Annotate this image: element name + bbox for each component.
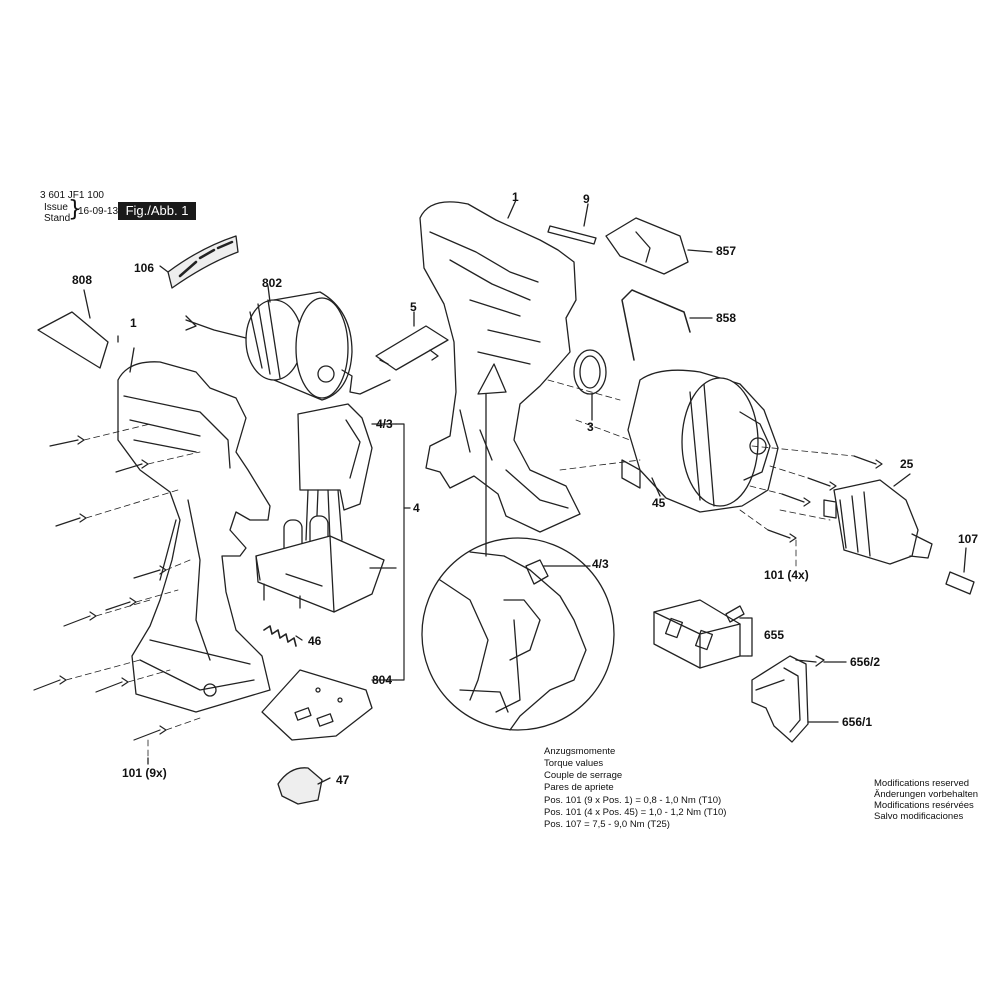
part-804-contact-plate [261, 669, 373, 741]
part-655-clip [653, 599, 753, 669]
label-802: 802 [262, 276, 283, 290]
torque-line-5: Pos. 101 (9 x Pos. 1) = 0,8 - 1,0 Nm (T1… [544, 795, 722, 806]
label-4-3-top: 4/3 [376, 417, 393, 431]
part-107-screw [945, 547, 975, 595]
bracket-4 [395, 423, 405, 681]
part-46-spring [263, 625, 297, 647]
part-45-gearbox [621, 369, 779, 513]
label-101-9x: 101 (9x) [122, 766, 167, 780]
torque-line-3: Couple de serrage [544, 770, 623, 781]
mod-line-4: Salvo modificaciones [874, 811, 964, 822]
torque-line-2: Torque values [544, 758, 604, 769]
label-5: 5 [410, 300, 417, 314]
part-106-badge [167, 235, 239, 289]
label-9: 9 [583, 192, 590, 206]
part-3-washer [573, 349, 607, 421]
figure-badge: Fig./Abb. 1 [118, 202, 196, 220]
label-655: 655 [764, 628, 785, 642]
label-656-1: 656/1 [842, 715, 873, 729]
label-3: 3 [587, 420, 594, 434]
mod-line-2: Änderungen vorbehalten [874, 789, 979, 800]
part-9-strip [547, 225, 597, 245]
torque-line-4: Pares de apriete [544, 782, 614, 793]
label-808: 808 [72, 273, 93, 287]
part-857-cover [605, 217, 713, 275]
label-47: 47 [336, 773, 350, 787]
part-1-right-housing [419, 199, 581, 533]
part-858-wire-clip [621, 289, 691, 361]
part-656-1-belt-clip [751, 655, 839, 743]
part-5-plate [375, 311, 449, 371]
label-101-4x: 101 (4x) [764, 568, 809, 582]
label-45: 45 [652, 496, 666, 510]
label-858: 858 [716, 311, 737, 325]
label-857: 857 [716, 244, 737, 258]
issue-label: Issue [44, 202, 68, 213]
label-106: 106 [134, 261, 155, 275]
label-1-right: 1 [512, 190, 519, 204]
part-47-cap [277, 767, 323, 805]
label-25: 25 [900, 457, 914, 471]
label-4: 4 [413, 501, 420, 515]
part-656-2-screw [795, 655, 847, 667]
torque-line-6: Pos. 101 (4 x Pos. 45) = 1,0 - 1,2 Nm (T… [544, 807, 727, 818]
part-25-chuck [823, 473, 933, 565]
mod-line-3: Modifications resérvées [874, 800, 974, 811]
torque-line-1: Anzugsmomente [544, 746, 616, 757]
label-804: 804 [372, 673, 393, 687]
label-656-2: 656/2 [850, 655, 881, 669]
label-4-3-detail: 4/3 [592, 557, 609, 571]
doc-code: 3 601 JF1 100 [40, 190, 104, 201]
part-808-label-plate [37, 311, 109, 369]
mod-line-1: Modifications reserved [874, 778, 970, 789]
part-1-left-housing [117, 361, 271, 713]
label-107: 107 [958, 532, 979, 546]
label-46: 46 [308, 634, 322, 648]
part-101-screws-right [767, 455, 883, 543]
part-802-motor [185, 285, 391, 401]
torque-line-7: Pos. 107 = 7,5 - 9,0 Nm (T25) [544, 819, 670, 830]
brace-glyph: } [68, 197, 82, 222]
detail-magnifier [421, 363, 615, 731]
stand-label: Stand [44, 213, 71, 224]
label-1-left: 1 [130, 316, 137, 330]
part-4-switch-assembly [255, 403, 385, 613]
issue-date: 16-09-13 [78, 206, 119, 217]
